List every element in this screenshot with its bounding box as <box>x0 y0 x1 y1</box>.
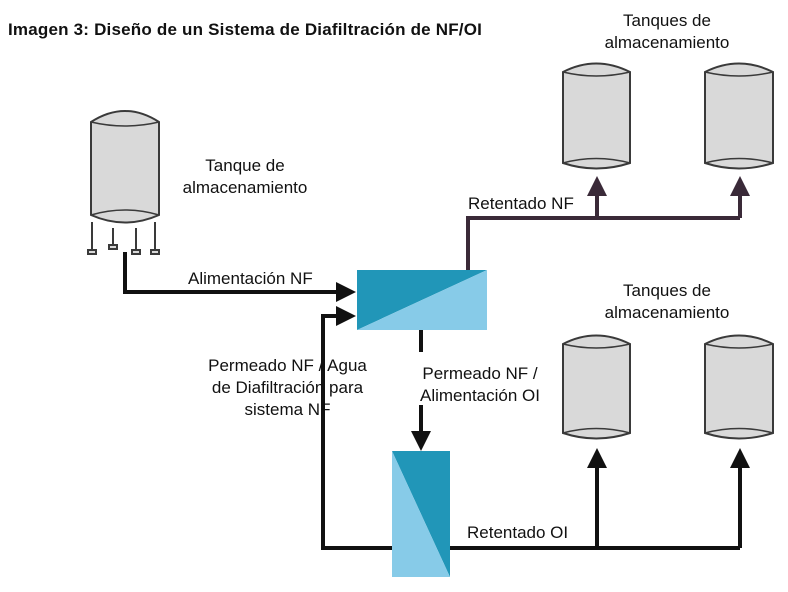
bottom-tanks-label-line1: Tanques de <box>623 281 711 300</box>
nf-retentate-tank-1 <box>562 62 631 170</box>
diafiltration-label: Permeado NF / Agua de Diafiltración para… <box>185 355 390 421</box>
feed-tank-label: Tanque de almacenamiento <box>165 155 325 199</box>
nf-retentate-label: Retentado NF <box>468 194 574 213</box>
diafiltration-label-line1: Permeado NF / Agua <box>208 356 367 375</box>
feed-tank-label-line1: Tanque de <box>205 156 285 175</box>
diafiltration-line <box>321 306 392 550</box>
nf-feed-line <box>123 252 356 302</box>
diafiltration-label-line3: sistema NF <box>244 400 331 419</box>
top-tanks-label: Tanques de almacenamiento <box>587 10 747 54</box>
ro-retentate-label: Retentado OI <box>467 523 569 542</box>
diagram-title: Imagen 3: Diseño de un Sistema de Diafil… <box>8 20 483 39</box>
nf-retentate-line <box>466 216 740 270</box>
nf-feed-label: Alimentación NF <box>188 269 313 288</box>
nf-retentate-tank-2 <box>704 62 774 170</box>
diafiltration-label-line2: de Diafiltración para <box>211 378 364 397</box>
nf-permeate-label: Permeado NF / Alimentación OI <box>400 363 560 407</box>
nf-permeate-label-line2: Alimentación OI <box>420 386 540 405</box>
bottom-tanks-label-line2: almacenamiento <box>604 303 730 322</box>
nf-membrane-module <box>357 270 487 330</box>
feed-storage-tank <box>87 110 160 255</box>
tank-legs <box>87 222 160 255</box>
nf-permeate-label-line1: Permeado NF / <box>422 364 538 383</box>
ro-retentate-tank-1 <box>562 334 631 440</box>
bottom-tanks-label: Tanques de almacenamiento <box>587 280 747 324</box>
top-tanks-label-line2: almacenamiento <box>604 33 730 52</box>
ro-membrane-module <box>392 451 450 577</box>
feed-tank-label-line2: almacenamiento <box>182 178 308 197</box>
top-tanks-label-line1: Tanques de <box>623 11 711 30</box>
ro-retentate-tank-2 <box>704 334 774 440</box>
